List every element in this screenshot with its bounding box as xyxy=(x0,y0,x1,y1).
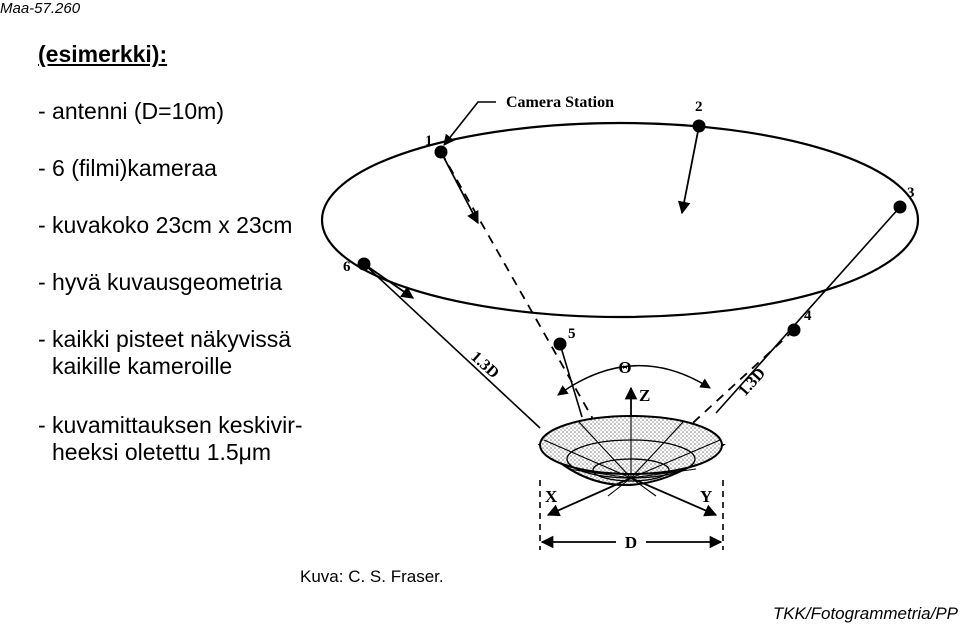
y-axis xyxy=(630,477,718,517)
station-number-2: 2 xyxy=(695,99,703,115)
camera-station-3 xyxy=(893,200,907,214)
sight-line-3 xyxy=(715,206,901,414)
angle-label: Θ xyxy=(618,358,631,377)
diameter-label: D xyxy=(625,533,637,552)
x-axis xyxy=(546,477,632,517)
camera-station-6 xyxy=(357,257,371,271)
slide-title: (esimerkki): xyxy=(38,41,168,67)
bullet-text-continued: heeksi oletettu 1.5μm xyxy=(52,439,272,465)
bullet-text: - kuvakoko 23cm x 23cm xyxy=(38,212,293,238)
bullet-antenna: - antenni (D=10m) xyxy=(38,98,224,125)
station-number-5: 5 xyxy=(568,326,576,342)
bullet-cameras: - 6 (filmi)kameraa xyxy=(38,155,217,182)
camera-station-5 xyxy=(553,337,567,351)
camera-arrow-2 xyxy=(677,125,700,215)
optical-axis-1 xyxy=(440,151,615,457)
footer-text: TKK/Fotogrammetria/PP xyxy=(772,604,958,623)
angle-arc xyxy=(557,365,711,396)
distance-label-right: 1.3D xyxy=(735,365,769,400)
bullet-text: - kuvamittauksen keskivir- xyxy=(38,412,303,438)
camera-arrow-6 xyxy=(363,263,415,299)
camera-station-4 xyxy=(787,323,801,337)
bullet-text: - kaikki pisteet näkyvissä xyxy=(38,326,292,352)
station-number-3: 3 xyxy=(907,185,915,201)
station-number-1: 1 xyxy=(425,133,433,149)
bullet-text-continued: kaikille kameroille xyxy=(52,353,233,379)
bullet-visibility: - kaikki pisteet näkyvissä kaikille kame… xyxy=(38,326,291,380)
slide-code: Maa-57.260 xyxy=(0,0,81,17)
y-axis-label: Y xyxy=(700,487,712,506)
bullet-text: - antenni (D=10m) xyxy=(38,98,224,124)
station-number-4: 4 xyxy=(804,308,812,324)
figure-caption: Kuva: C. S. Fraser. xyxy=(300,567,444,586)
station-ring xyxy=(320,121,920,319)
bullet-geometry: - hyvä kuvausgeometria xyxy=(38,269,282,296)
x-axis-label: X xyxy=(545,487,558,506)
sight-line-6 xyxy=(363,263,541,429)
bullet-text: - hyvä kuvausgeometria xyxy=(38,269,283,295)
z-axis-label: Z xyxy=(639,386,650,405)
bullet-image-size: - kuvakoko 23cm x 23cm xyxy=(38,212,292,239)
bullet-text: - 6 (filmi)kameraa xyxy=(38,155,217,181)
camera-network-diagram: Θ Z X Y D 1.3D xyxy=(320,94,920,552)
camera-station-callout xyxy=(443,101,496,146)
camera-station-2 xyxy=(692,119,706,133)
camera-arrow-1 xyxy=(440,151,479,225)
camera-station-label: Camera Station xyxy=(506,94,614,111)
camera-network-figure: Θ Z X Y D 1.3D xyxy=(318,55,943,560)
camera-station-1 xyxy=(434,145,448,159)
station-number-6: 6 xyxy=(343,259,351,275)
bullet-accuracy: - kuvamittauksen keskivir- heeksi oletet… xyxy=(38,412,303,466)
antenna-dish xyxy=(537,415,726,497)
